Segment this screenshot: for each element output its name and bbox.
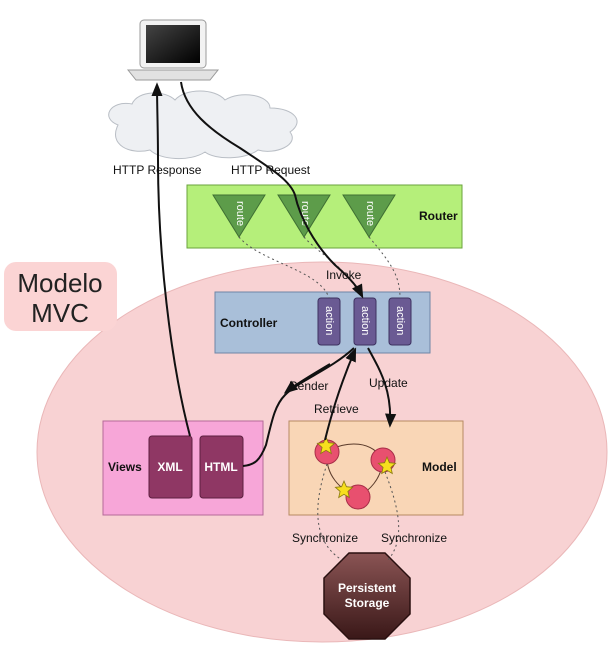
router-title: Router (419, 209, 458, 223)
synchronize-left-label: Synchronize (292, 531, 358, 545)
synchronize-right-label: Synchronize (381, 531, 447, 545)
view-item-xml: XML (148, 435, 193, 499)
svg-text:route: route (299, 201, 311, 226)
title-box (4, 262, 117, 331)
http-response-label: HTTP Response (113, 163, 202, 177)
render-label: Render (289, 379, 328, 393)
svg-text:action: action (394, 306, 406, 335)
star-icon (377, 455, 397, 475)
view-item-html: HTML (199, 435, 244, 499)
action-box-2: action (353, 297, 377, 346)
svg-text:action: action (359, 306, 371, 335)
update-arrow (367, 347, 397, 428)
svg-text:HTML: HTML (204, 460, 237, 474)
http-request-label: HTTP Request (231, 163, 311, 177)
star-icon (316, 435, 336, 455)
synchronize-dotted-lines (317, 463, 400, 561)
title-line1: Modelo (17, 268, 102, 298)
controller-title: Controller (220, 316, 278, 330)
svg-text:action: action (323, 306, 335, 335)
retrieve-arrow (324, 347, 357, 441)
http-response-arrow (151, 82, 191, 437)
route-triangle-1: route (212, 194, 266, 238)
laptop-icon (126, 19, 220, 81)
invoke-label: Invoke (326, 268, 362, 282)
render-arrowhead (283, 363, 331, 394)
action-box-1: action (317, 297, 341, 346)
model-graph (314, 435, 397, 510)
update-label: Update (369, 376, 408, 390)
views-title: Views (108, 460, 142, 474)
retrieve-label: Retrieve (314, 402, 359, 416)
model-node-3 (345, 484, 371, 510)
svg-text:route: route (364, 201, 376, 226)
svg-text:route: route (234, 201, 246, 226)
action-box-3: action (388, 297, 412, 346)
route-triangle-3: route (342, 194, 396, 238)
http-request-arrow (180, 81, 364, 299)
star-icon (334, 479, 354, 499)
svg-text:Persistent: Persistent (338, 581, 396, 595)
route-action-dotted-lines (238, 236, 401, 299)
render-arrow (242, 347, 355, 467)
route-triangle-2: route (277, 194, 331, 238)
model-title: Model (422, 460, 457, 474)
svg-text:Storage: Storage (345, 596, 390, 610)
cloud-icon (108, 90, 298, 159)
title-line2: MVC (31, 298, 89, 328)
svg-text:XML: XML (157, 460, 182, 474)
persistent-storage: Persistent Storage (323, 552, 411, 640)
